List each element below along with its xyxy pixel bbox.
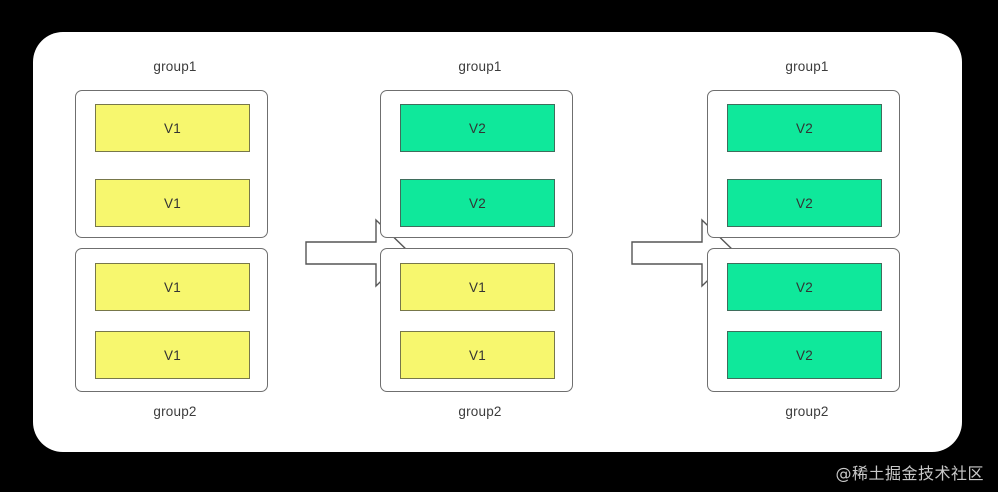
version-item: V1 [95, 104, 250, 152]
group1-label-top-stage1: group1 [153, 59, 197, 74]
group2-label-bottom-stage2: group2 [458, 404, 502, 419]
version-item: V2 [400, 104, 555, 152]
group-box-group2-stage2: V1 V1 [380, 248, 573, 392]
diagram-card: group1 V1 V1 V1 V1 group2 group1 V2 V2 V… [33, 32, 962, 452]
stage-column-3: group1 V2 V2 V2 V2 group2 [692, 32, 922, 452]
version-item: V2 [400, 179, 555, 227]
stage-column-2: group1 V2 V2 V1 V1 group2 [365, 32, 595, 452]
version-item: V1 [400, 263, 555, 311]
version-item: V1 [95, 263, 250, 311]
version-item: V2 [727, 179, 882, 227]
group1-label-top-stage2: group1 [458, 59, 502, 74]
version-item: V1 [400, 331, 555, 379]
watermark: @稀土掘金技术社区 [835, 464, 984, 483]
group2-label-bottom-stage3: group2 [785, 404, 829, 419]
version-item: V1 [95, 179, 250, 227]
group1-label-top-stage3: group1 [785, 59, 829, 74]
group-box-group1-stage1: V1 V1 [75, 90, 268, 238]
group-box-group1-stage3: V2 V2 [707, 90, 900, 238]
group-box-group2-stage3: V2 V2 [707, 248, 900, 392]
group-box-group2-stage1: V1 V1 [75, 248, 268, 392]
group2-label-bottom-stage1: group2 [153, 404, 197, 419]
group-box-group1-stage2: V2 V2 [380, 90, 573, 238]
version-item: V1 [95, 331, 250, 379]
version-item: V2 [727, 331, 882, 379]
stage-column-1: group1 V1 V1 V1 V1 group2 [60, 32, 290, 452]
version-item: V2 [727, 263, 882, 311]
version-item: V2 [727, 104, 882, 152]
